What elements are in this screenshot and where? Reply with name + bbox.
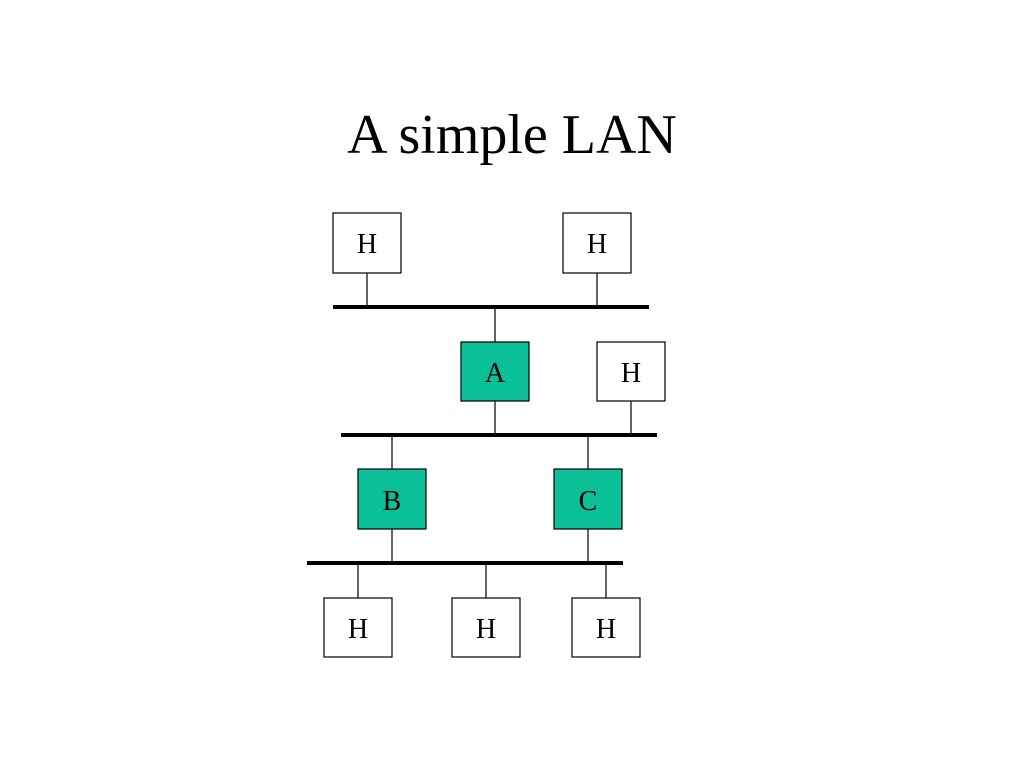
host-bottom-2: H <box>451 597 521 658</box>
lan-buses <box>307 305 657 565</box>
bridge-c: C <box>553 468 623 530</box>
bridge-a-label: A <box>485 358 506 389</box>
host-bottom-1: H <box>323 597 393 658</box>
host-label: H <box>476 614 496 645</box>
host-label: H <box>596 614 616 645</box>
host-bottom-3: H <box>571 597 641 658</box>
slide-title: A simple LAN <box>347 104 677 166</box>
host-top-right: H <box>562 212 632 274</box>
bridge-b-label: B <box>383 486 402 517</box>
connectors <box>357 273 632 598</box>
host-label: H <box>357 229 377 260</box>
host-label: H <box>587 229 607 260</box>
bridge-b: B <box>357 468 427 530</box>
host-top-left: H <box>332 212 402 274</box>
host-middle: H <box>596 341 666 402</box>
host-label: H <box>348 614 368 645</box>
bridge-a: A <box>460 341 530 402</box>
host-label: H <box>621 358 641 389</box>
bridge-c-label: C <box>579 486 598 517</box>
